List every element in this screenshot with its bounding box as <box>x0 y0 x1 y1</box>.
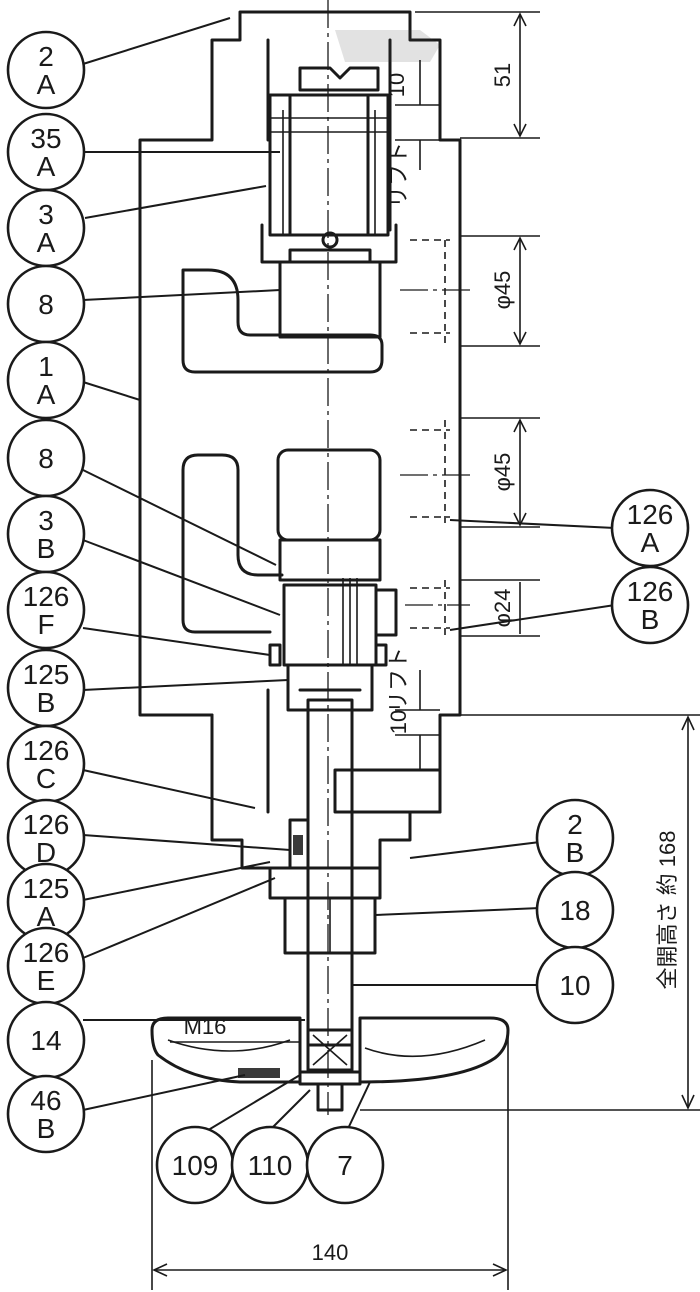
callout-suffix: A <box>37 379 56 410</box>
callout-35a: 35 A <box>6 112 86 192</box>
dim-bore-lower: φ24 <box>490 589 515 628</box>
callout-number: 46 <box>30 1085 61 1116</box>
callout-number: 2 <box>567 809 583 840</box>
callout-number: 8 <box>38 443 54 474</box>
callout-126b: 126 B <box>610 565 690 645</box>
callout-number: 3 <box>38 199 54 230</box>
upper-valve-assembly <box>260 30 440 339</box>
callout-number: 126 <box>23 581 70 612</box>
dim-lift-top-label: リフト <box>386 142 411 208</box>
callout-suffix: E <box>37 965 56 996</box>
callout-number: 3 <box>38 505 54 536</box>
callout-number: 126 <box>23 735 70 766</box>
callout-46b: 46 B <box>6 1074 86 1154</box>
callout-suffix: B <box>566 837 585 868</box>
callout-suffix: A <box>37 69 56 100</box>
dim-bore-middle: φ45 <box>490 453 515 492</box>
callout-suffix: A <box>37 227 56 258</box>
callout-number: 8 <box>38 289 54 320</box>
dim-bore-upper: φ45 <box>490 271 515 310</box>
callout-number: 125 <box>23 659 70 690</box>
callout-number: 110 <box>248 1150 293 1181</box>
callout-number: 7 <box>337 1150 353 1181</box>
callout-number: 126 <box>23 809 70 840</box>
callout-number: 18 <box>559 895 590 926</box>
callout-number: 2 <box>38 41 54 72</box>
valve-body <box>138 10 462 870</box>
callout-suffix: B <box>641 604 660 635</box>
callout-number: 10 <box>559 970 590 1001</box>
callout-suffix: F <box>37 609 54 640</box>
stem-and-handle <box>150 698 510 1112</box>
dim-lift-bottom-label: リフト <box>386 647 411 713</box>
callout-8-upper: 8 <box>6 264 86 344</box>
callout-8-lower: 8 <box>6 418 86 498</box>
callout-1a: 1 A <box>6 340 86 420</box>
callout-suffix: B <box>37 533 56 564</box>
leader-lines <box>82 17 616 1136</box>
callout-126c: 126 C <box>6 724 86 804</box>
hidden-bore-lines <box>410 239 450 635</box>
callout-number: 126 <box>627 499 674 530</box>
callout-suffix: A <box>37 901 56 932</box>
callout-number: 109 <box>172 1150 219 1181</box>
callout-3a: 3 A <box>6 188 86 268</box>
callout-125b: 125 B <box>6 648 86 728</box>
callout-126d: 126 D <box>6 798 86 878</box>
callout-suffix: D <box>36 837 56 868</box>
callout-2b: 2 B <box>535 798 615 878</box>
dim-handle-width: 140 <box>312 1240 349 1265</box>
dim-overall-height: 全開高さ 約 168 <box>655 831 680 990</box>
center-lines <box>327 0 470 1115</box>
dim-top-height: 51 <box>490 63 515 87</box>
callout-7: 7 <box>305 1125 385 1205</box>
callout-number: 14 <box>30 1025 61 1056</box>
dim-thread: M16 <box>184 1014 227 1039</box>
callout-number: 1 <box>38 351 54 382</box>
callout-number: 35 <box>30 123 61 154</box>
callout-126e: 126 E <box>6 926 86 1006</box>
callout-number: 126 <box>23 937 70 968</box>
callout-suffix: C <box>36 763 56 794</box>
callout-suffix: A <box>641 527 660 558</box>
callout-14: 14 <box>6 1000 86 1080</box>
dim-lift-bottom-value: 10 <box>386 710 411 734</box>
callout-suffix: B <box>37 1113 56 1144</box>
callout-110: 110 <box>230 1125 310 1205</box>
callout-number: 126 <box>627 576 674 607</box>
callout-126f: 126 F <box>6 570 86 650</box>
callout-number: 125 <box>23 873 70 904</box>
callout-3b: 3 B <box>6 494 86 574</box>
dim-lift-top-value: 10 <box>384 73 409 97</box>
dimension-lines <box>151 11 700 1290</box>
callout-10: 10 <box>535 945 615 1025</box>
lower-valve-assembly <box>268 448 398 712</box>
callout-126a: 126 A <box>610 488 690 568</box>
callout-suffix: A <box>37 151 56 182</box>
callout-109: 109 <box>155 1125 235 1205</box>
callout-125a: 125 A <box>6 862 86 942</box>
callout-18: 18 <box>535 870 615 950</box>
callout-2a: 2 A <box>6 30 86 110</box>
callout-suffix: B <box>37 687 56 718</box>
